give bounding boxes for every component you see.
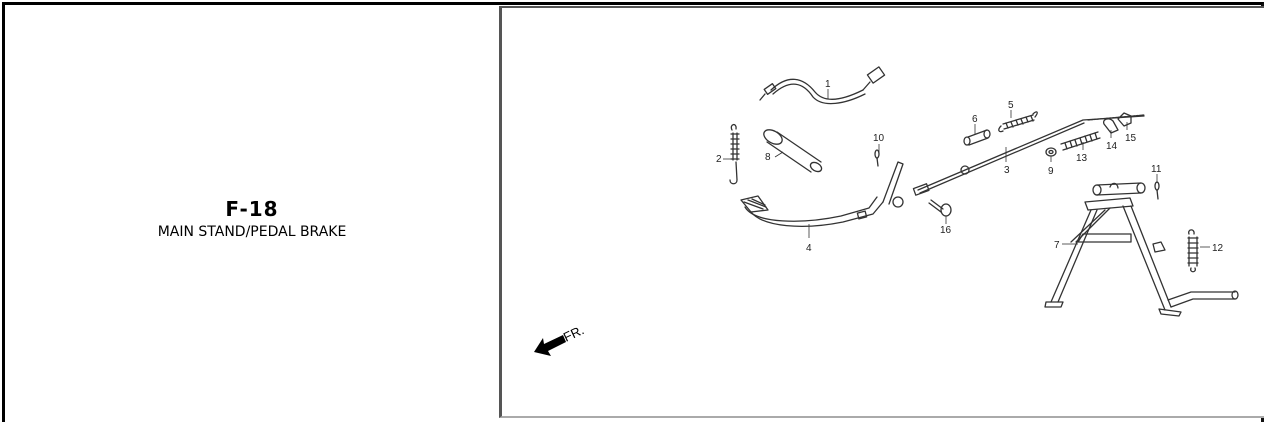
part-16-pin — [928, 199, 952, 217]
front-direction-indicator: FR. — [534, 322, 586, 356]
label-part-2: 2 — [716, 154, 722, 165]
part-10-cotter-pin — [874, 149, 880, 167]
label-part-6: 6 — [972, 114, 978, 125]
label-part-7: 7 — [1054, 240, 1060, 251]
front-label: FR. — [561, 322, 586, 344]
part-3-brake-rod — [912, 114, 1145, 196]
part-15-adjusting-nut — [1117, 112, 1132, 127]
part-7-main-stand — [1044, 182, 1239, 317]
part-1-switch-wire — [759, 66, 886, 105]
part-6-collar — [963, 129, 991, 146]
figure-title: MAIN STAND/PEDAL BRAKE — [157, 224, 347, 240]
label-part-12: 12 — [1212, 243, 1224, 254]
parts-diagram: 1 2 3 4 5 6 7 8 9 10 11 12 13 14 15 16 F… — [499, 6, 1264, 418]
front-arrow-icon — [534, 335, 566, 356]
label-part-8: 8 — [765, 152, 771, 163]
label-part-13: 13 — [1076, 153, 1088, 164]
part-5-spring — [998, 111, 1038, 133]
part-2-spring — [729, 123, 740, 185]
part-labels: 1 2 3 4 5 6 7 8 9 10 11 12 13 14 15 16 — [716, 79, 1224, 254]
label-part-16: 16 — [940, 225, 952, 236]
part-14-joint — [1103, 118, 1119, 134]
label-part-14: 14 — [1106, 141, 1118, 152]
part-8-pivot-pin — [763, 129, 823, 173]
part-13-rod-spring — [1060, 131, 1101, 151]
label-part-9: 9 — [1048, 166, 1054, 177]
part-9-washer — [1045, 147, 1057, 157]
label-part-5: 5 — [1008, 100, 1014, 111]
part-4-brake-pedal — [740, 161, 904, 227]
label-part-10: 10 — [873, 133, 885, 144]
part-12-stand-spring — [1187, 229, 1199, 273]
caption-panel: F-18 MAIN STAND/PEDAL BRAKE — [5, 5, 499, 419]
part-11-cotter-pin — [1154, 181, 1160, 200]
figure-code: F-18 — [225, 197, 279, 221]
label-part-11: 11 — [1151, 164, 1162, 175]
label-part-15: 15 — [1125, 133, 1137, 144]
label-part-4: 4 — [806, 243, 812, 254]
exploded-view: 1 2 3 4 5 6 7 8 9 10 11 12 13 14 15 16 F… — [534, 66, 1239, 356]
label-part-3: 3 — [1004, 165, 1010, 176]
label-part-1: 1 — [825, 79, 831, 90]
